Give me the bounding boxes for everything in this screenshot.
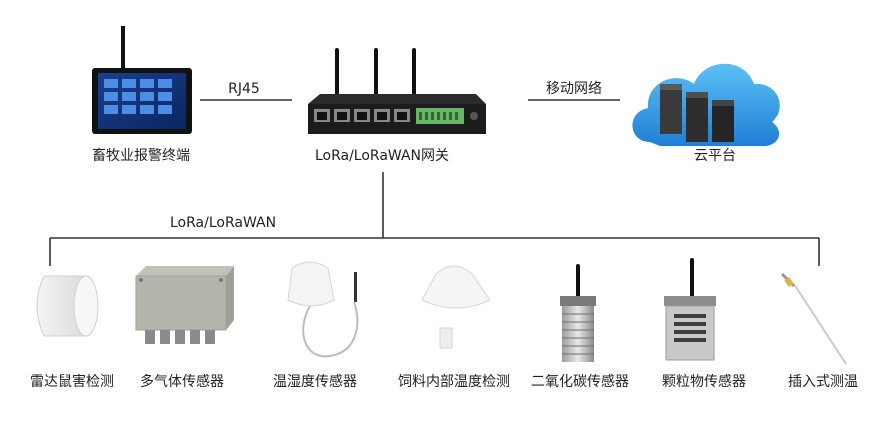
sensor-label-feed-temp: 饲料内部温度检测: [398, 374, 510, 390]
sensor-label-multi-gas: 多气体传感器: [140, 374, 224, 390]
link-label-mobile-network: 移动网络: [546, 81, 602, 97]
connections: [49, 99, 820, 266]
particulate-sensor-icon: [664, 258, 716, 361]
temp-humidity-sensor-icon: [287, 261, 359, 358]
sensor-label-radar: 雷达鼠害检测: [30, 374, 114, 390]
gateway-label: LoRa/LoRaWAN网关: [314, 148, 450, 164]
bus-label: LoRa/LoRaWAN: [170, 215, 277, 231]
gateway-router-icon: [308, 48, 486, 134]
sensor-label-insertion: 插入式测温: [788, 374, 858, 390]
sensor-label-temp-humidity: 温湿度传感器: [273, 374, 357, 390]
sensor-label-co2: 二氧化碳传感器: [531, 374, 629, 390]
link-label-rj45: RJ45: [228, 81, 260, 97]
feed-temperature-sensor-icon: [421, 265, 491, 349]
cloud-server-icon: [632, 63, 780, 147]
multi-gas-sensor-icon: [135, 266, 234, 344]
radar-rodent-detector-icon: [36, 275, 99, 337]
insertion-thermometer-icon: [780, 272, 847, 365]
sensor-label-particulate: 颗粒物传感器: [662, 374, 746, 390]
co2-sensor-icon: [560, 264, 596, 362]
tablet-terminal-icon: [92, 26, 192, 134]
terminal-label: 畜牧业报警终端: [92, 148, 190, 164]
cloud-label: 云平台: [694, 148, 736, 164]
